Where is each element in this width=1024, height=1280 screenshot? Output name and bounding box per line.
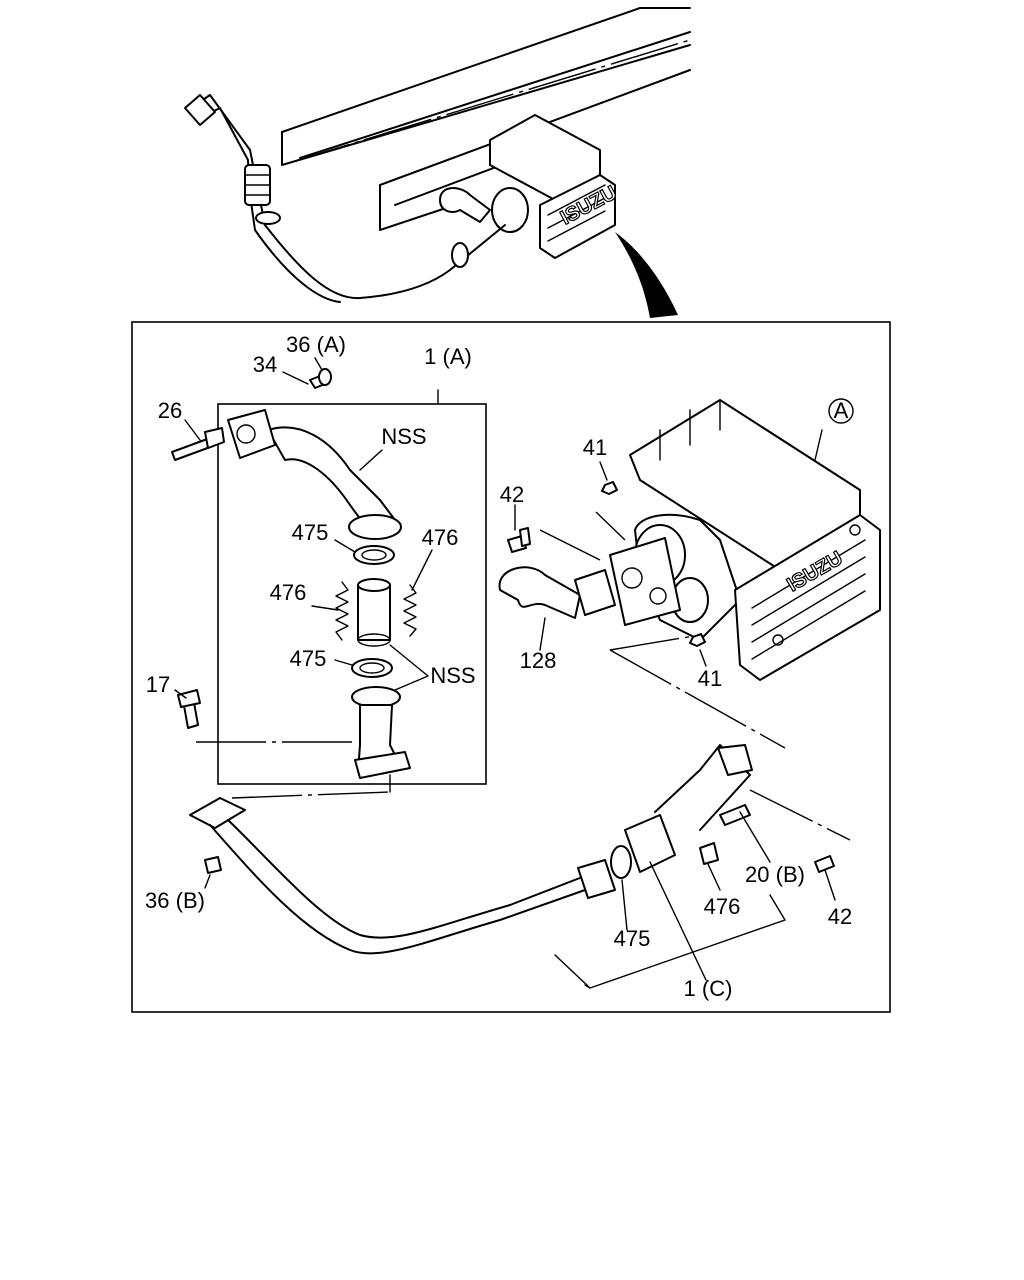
- label-nss-mid: NSS: [430, 663, 475, 688]
- muffler-overview: ISUZU: [439, 114, 621, 259]
- label-1c: 1 (C): [684, 976, 733, 1001]
- vehicle-overview: ISUZU: [184, 7, 691, 318]
- label-34: 34: [253, 352, 277, 377]
- label-41-top: 41: [583, 435, 607, 460]
- label-475-top: 475: [292, 520, 329, 545]
- label-42-left: 42: [500, 482, 524, 507]
- gasket-475-upper: [353, 545, 395, 565]
- front-pipe-assembly: [171, 368, 417, 779]
- callout-labels: 36 (A) 34 1 (A) 26 NSS 475 476 476 475 N…: [145, 332, 852, 1001]
- pipe-overview: [184, 94, 506, 303]
- label-41-bottom: 41: [698, 666, 722, 691]
- label-36a: 36 (A): [286, 332, 346, 357]
- label-1a: 1 (A): [424, 344, 472, 369]
- label-36b: 36 (B): [145, 888, 205, 913]
- label-475-bottom: 475: [614, 926, 651, 951]
- label-a-circle: A: [834, 398, 849, 423]
- muffler-assembly: ISUZU: [498, 399, 881, 681]
- label-128: 128: [520, 648, 557, 673]
- alignment-lines: [196, 511, 851, 841]
- label-42-right: 42: [828, 904, 852, 929]
- detail-callout-arrow: [615, 232, 678, 318]
- chassis-frame: [281, 7, 691, 231]
- label-476-left: 476: [270, 580, 307, 605]
- label-476-bottom: 476: [704, 894, 741, 919]
- label-nss-top: NSS: [381, 424, 426, 449]
- center-pipe-assembly: [189, 744, 835, 955]
- detail-frame: [131, 321, 891, 1013]
- label-26: 26: [158, 398, 182, 423]
- leader-lines: [174, 357, 836, 989]
- label-475-mid: 475: [290, 646, 327, 671]
- sub-assembly-box-1a: [217, 403, 487, 785]
- label-476-right: 476: [422, 525, 459, 550]
- gasket-475-lower: [351, 658, 393, 678]
- label-17: 17: [146, 672, 170, 697]
- label-20b: 20 (B): [745, 862, 805, 887]
